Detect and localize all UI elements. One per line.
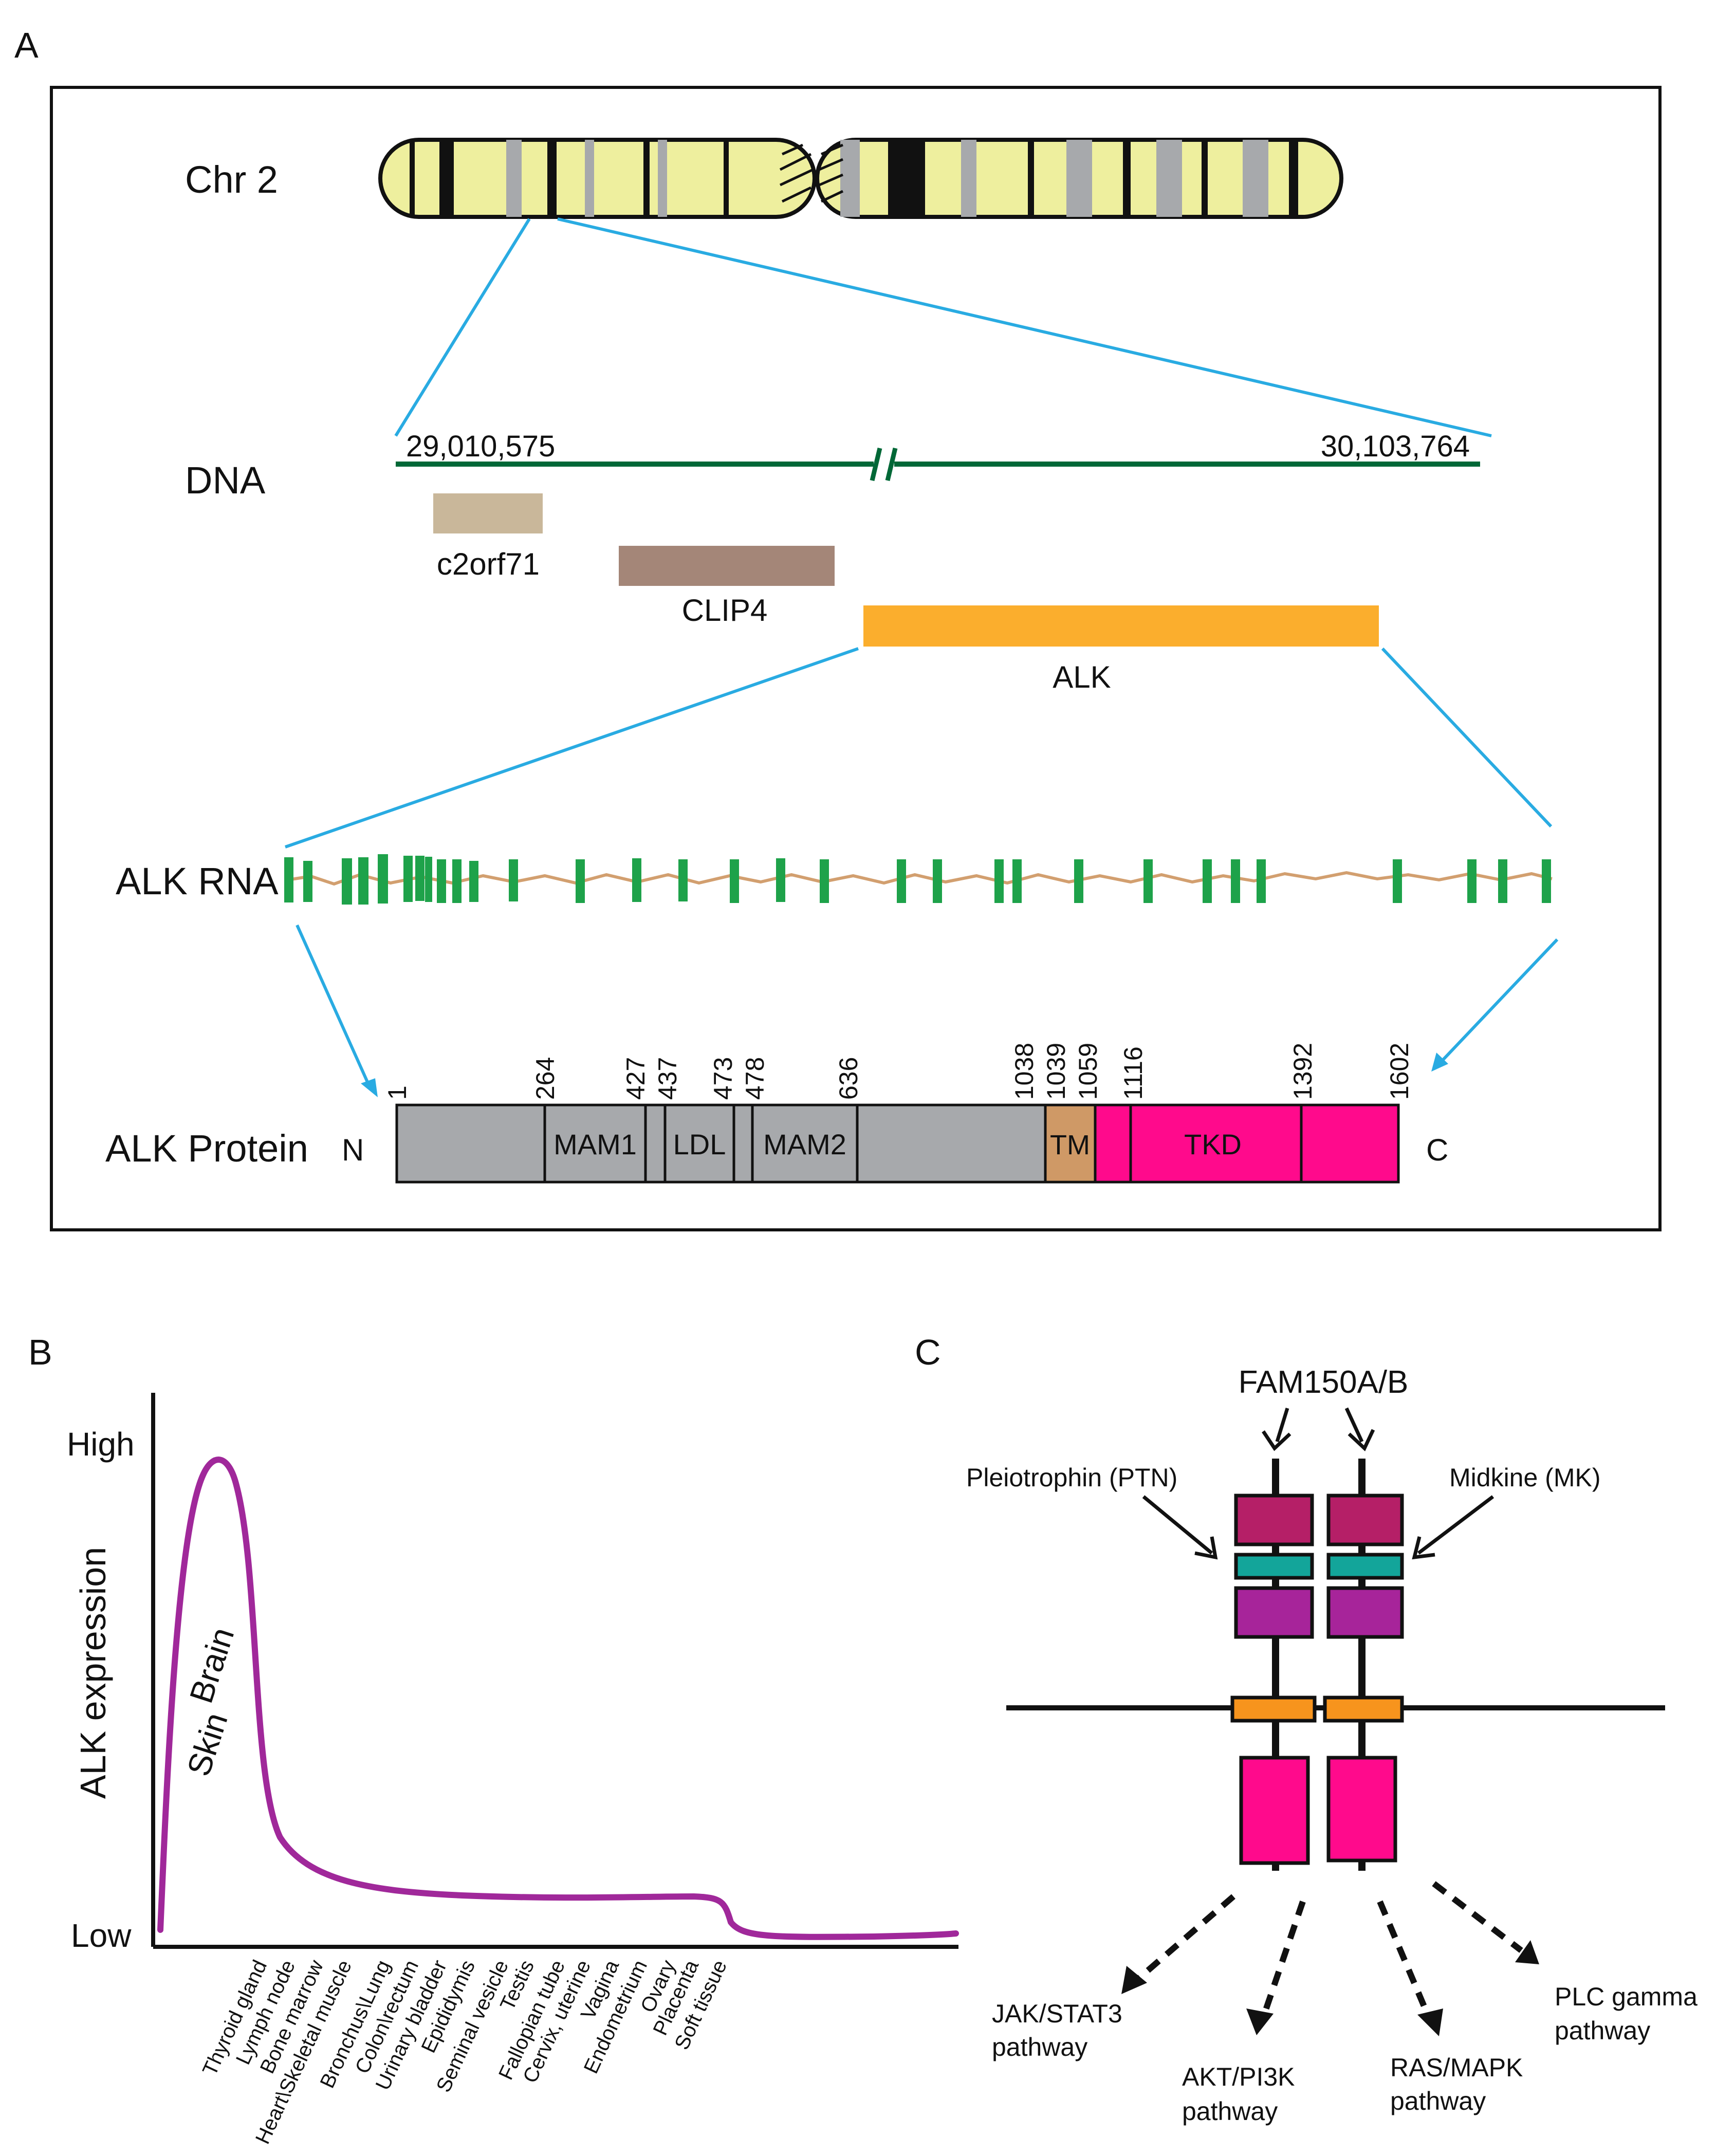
pathway-jak-stat3: JAK/STAT3 pathway <box>992 1999 1122 2061</box>
position-label: 264 <box>531 1057 560 1100</box>
protein-positions: 1 264 427 437 473 478 636 1038 1039 1059… <box>383 1043 1414 1100</box>
pathway-label-line2: pathway <box>1182 2097 1278 2126</box>
rna-exons <box>284 854 1551 905</box>
gene-alk-label: ALK <box>1053 660 1111 694</box>
ligand-pleiotrophin: Pleiotrophin (PTN) <box>966 1463 1177 1492</box>
pathway-label-line2: pathway <box>1555 2016 1650 2045</box>
receptor-mam2-domain <box>1234 1586 1314 1639</box>
arrow-rna-to-protein-right <box>1431 938 1559 1072</box>
receptor-kinase-domain <box>1326 1756 1397 1863</box>
pathway-akt-pi3k: AKT/PI3K pathway <box>1182 2062 1295 2126</box>
receptor-kinase-domain <box>1239 1756 1310 1865</box>
protein-label: ALK Protein <box>105 1127 308 1170</box>
gene-c2orf71-label: c2orf71 <box>437 547 540 581</box>
signal-arrow-jak <box>1121 1894 1235 1994</box>
domain-mam1-label: MAM1 <box>553 1128 637 1160</box>
arrow-fam150-left <box>1262 1407 1291 1451</box>
receptor-tm-domain <box>1230 1696 1317 1723</box>
arrow-pleiotrophin <box>1142 1495 1218 1560</box>
position-label: 1038 <box>1010 1043 1039 1100</box>
peak-label-brain: Brain <box>182 1623 242 1707</box>
dna-start-coordinate: 29,010,575 <box>406 430 555 463</box>
receptor-mam2-domain <box>1326 1586 1404 1639</box>
y-axis-low: Low <box>71 1917 132 1954</box>
y-axis-high: High <box>67 1426 135 1463</box>
c-terminus: C <box>1426 1133 1448 1167</box>
rna-intron-line <box>287 871 1553 886</box>
ligand-fam150: FAM150A/B <box>1239 1365 1409 1400</box>
receptor-ldl-domain <box>1234 1553 1314 1580</box>
rna-label: ALK RNA <box>116 860 279 902</box>
pathway-label: JAK/STAT3 <box>992 1999 1122 2028</box>
dna-break-mark <box>870 447 898 482</box>
zoom-line-chr-right <box>557 217 1492 437</box>
chromosome-bands <box>410 140 1298 217</box>
alk-receptor-left <box>1230 1459 1317 1871</box>
signal-arrow-ras <box>1377 1900 1443 2036</box>
chromosome-2 <box>378 138 1343 219</box>
alk-receptor-right <box>1323 1459 1404 1871</box>
arrow-fam150-right <box>1344 1407 1375 1451</box>
pathway-label: PLC gamma <box>1555 1982 1697 2011</box>
domain-tkd-label: TKD <box>1184 1128 1242 1160</box>
ligand-midkine: Midkine (MK) <box>1449 1463 1600 1492</box>
position-label: 1602 <box>1385 1043 1414 1100</box>
dna-end-coordinate: 30,103,764 <box>1321 430 1470 463</box>
receptor-mam-domain <box>1326 1494 1404 1546</box>
gene-c2orf71-bar <box>433 493 543 533</box>
receptor-ldl-domain <box>1326 1553 1404 1580</box>
position-label: 636 <box>834 1057 863 1100</box>
gene-clip4-label: CLIP4 <box>682 593 768 628</box>
domain-tm-label: TM <box>1050 1130 1090 1160</box>
panel-label-b: B <box>28 1332 52 1372</box>
zoom-line-gene-right <box>1381 647 1553 828</box>
peak-label-skin: Skin <box>180 1708 235 1781</box>
gene-alk-bar <box>863 605 1379 647</box>
panel-label-c: C <box>915 1332 941 1372</box>
chr-label: Chr 2 <box>185 158 278 201</box>
arrow-rna-to-protein-left <box>296 924 378 1097</box>
position-label: 1059 <box>1074 1043 1102 1100</box>
position-label: 1392 <box>1288 1043 1317 1100</box>
pathway-label: RAS/MAPK <box>1390 2053 1523 2082</box>
pathway-plc-gamma: PLC gamma pathway <box>1555 1982 1697 2045</box>
domain-mam2-label: MAM2 <box>763 1128 846 1160</box>
pathway-ras-mapk: RAS/MAPK pathway <box>1390 2053 1523 2115</box>
position-label: 427 <box>621 1057 650 1100</box>
receptor-tm-domain <box>1323 1696 1404 1723</box>
receptor-mam-domain <box>1234 1494 1314 1546</box>
position-label: 437 <box>653 1057 682 1100</box>
zoom-line-chr-left <box>394 218 531 437</box>
pathway-label-line2: pathway <box>1390 2087 1486 2115</box>
position-label: 1039 <box>1042 1043 1071 1100</box>
centromere-hatching <box>779 143 844 203</box>
protein-bar: MAM1 LDL MAM2 TM TKD <box>395 1103 1400 1184</box>
pathway-label: AKT/PI3K <box>1182 2062 1295 2091</box>
arrow-midkine <box>1412 1495 1494 1560</box>
signal-arrow-akt <box>1246 1901 1306 2035</box>
domain-ldl-label: LDL <box>673 1128 726 1160</box>
pathway-label-line2: pathway <box>992 2033 1087 2061</box>
y-axis-title: ALK expression <box>73 1547 113 1799</box>
protein-kinase-region <box>1094 1103 1400 1184</box>
expression-curve <box>157 1457 959 1940</box>
chromosome-p-arm <box>378 138 817 219</box>
n-terminus: N <box>342 1133 364 1167</box>
position-label: 473 <box>709 1057 737 1100</box>
position-label: 1116 <box>1119 1046 1148 1100</box>
domain-boundaries <box>543 1105 1303 1182</box>
position-label: 478 <box>741 1057 769 1100</box>
signal-arrow-plc <box>1432 1881 1539 1964</box>
dna-label: DNA <box>185 459 266 502</box>
gene-clip4-bar <box>619 546 835 586</box>
tissue-labels: Thyroid gland Lymph node Bone marrow Hea… <box>198 1957 731 2148</box>
position-label: 1 <box>383 1085 412 1100</box>
panel-label-a: A <box>14 25 39 65</box>
domain-tm-block <box>1044 1103 1097 1184</box>
zoom-line-gene-left <box>285 647 859 849</box>
panel-a-frame <box>50 86 1662 1231</box>
